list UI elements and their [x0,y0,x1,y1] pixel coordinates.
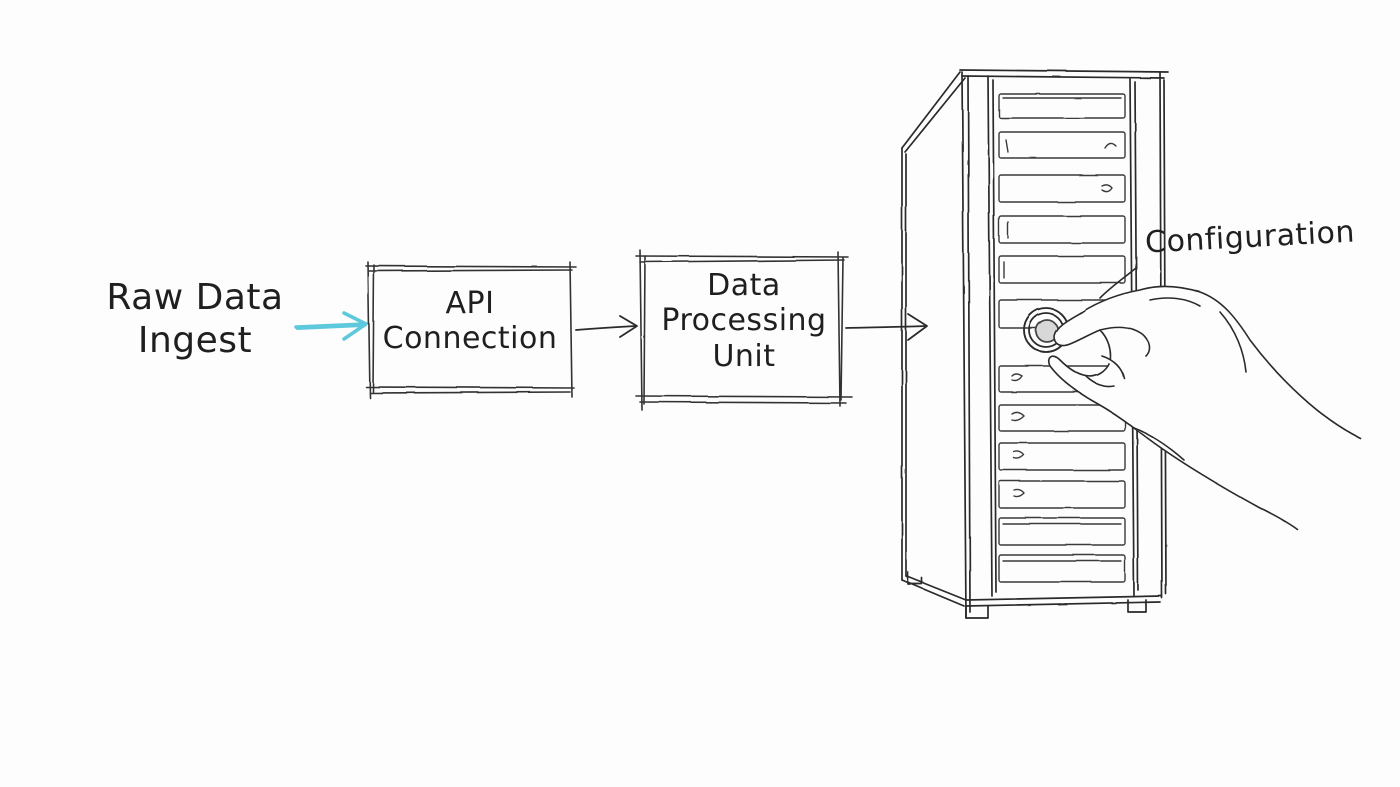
node-raw-data-ingest: Raw Data Ingest [80,276,310,362]
node-dpu-line1: Data [707,268,781,303]
node-raw-line1: Raw Data [106,277,284,318]
data-processing-unit-box [635,249,853,411]
node-dpu-line3: Unit [712,338,776,374]
node-api-line1: API [445,286,495,321]
api-connection-box [365,261,577,399]
configuration-leader-line [1099,267,1137,299]
edge-api-to-dpu [575,315,638,338]
hand-illustration [1047,285,1361,531]
edge-dpu-to-server [845,313,928,341]
drive-bays [998,93,1126,583]
node-data-processing-unit: Data Processing Unit [644,268,844,374]
server-tower [901,69,1169,619]
edge-raw-to-api [294,311,368,341]
node-dpu-line2: Processing [661,303,827,339]
node-raw-line2: Ingest [137,320,253,362]
node-api-line2: Connection [382,321,558,357]
node-api-connection: API Connection [372,286,568,357]
